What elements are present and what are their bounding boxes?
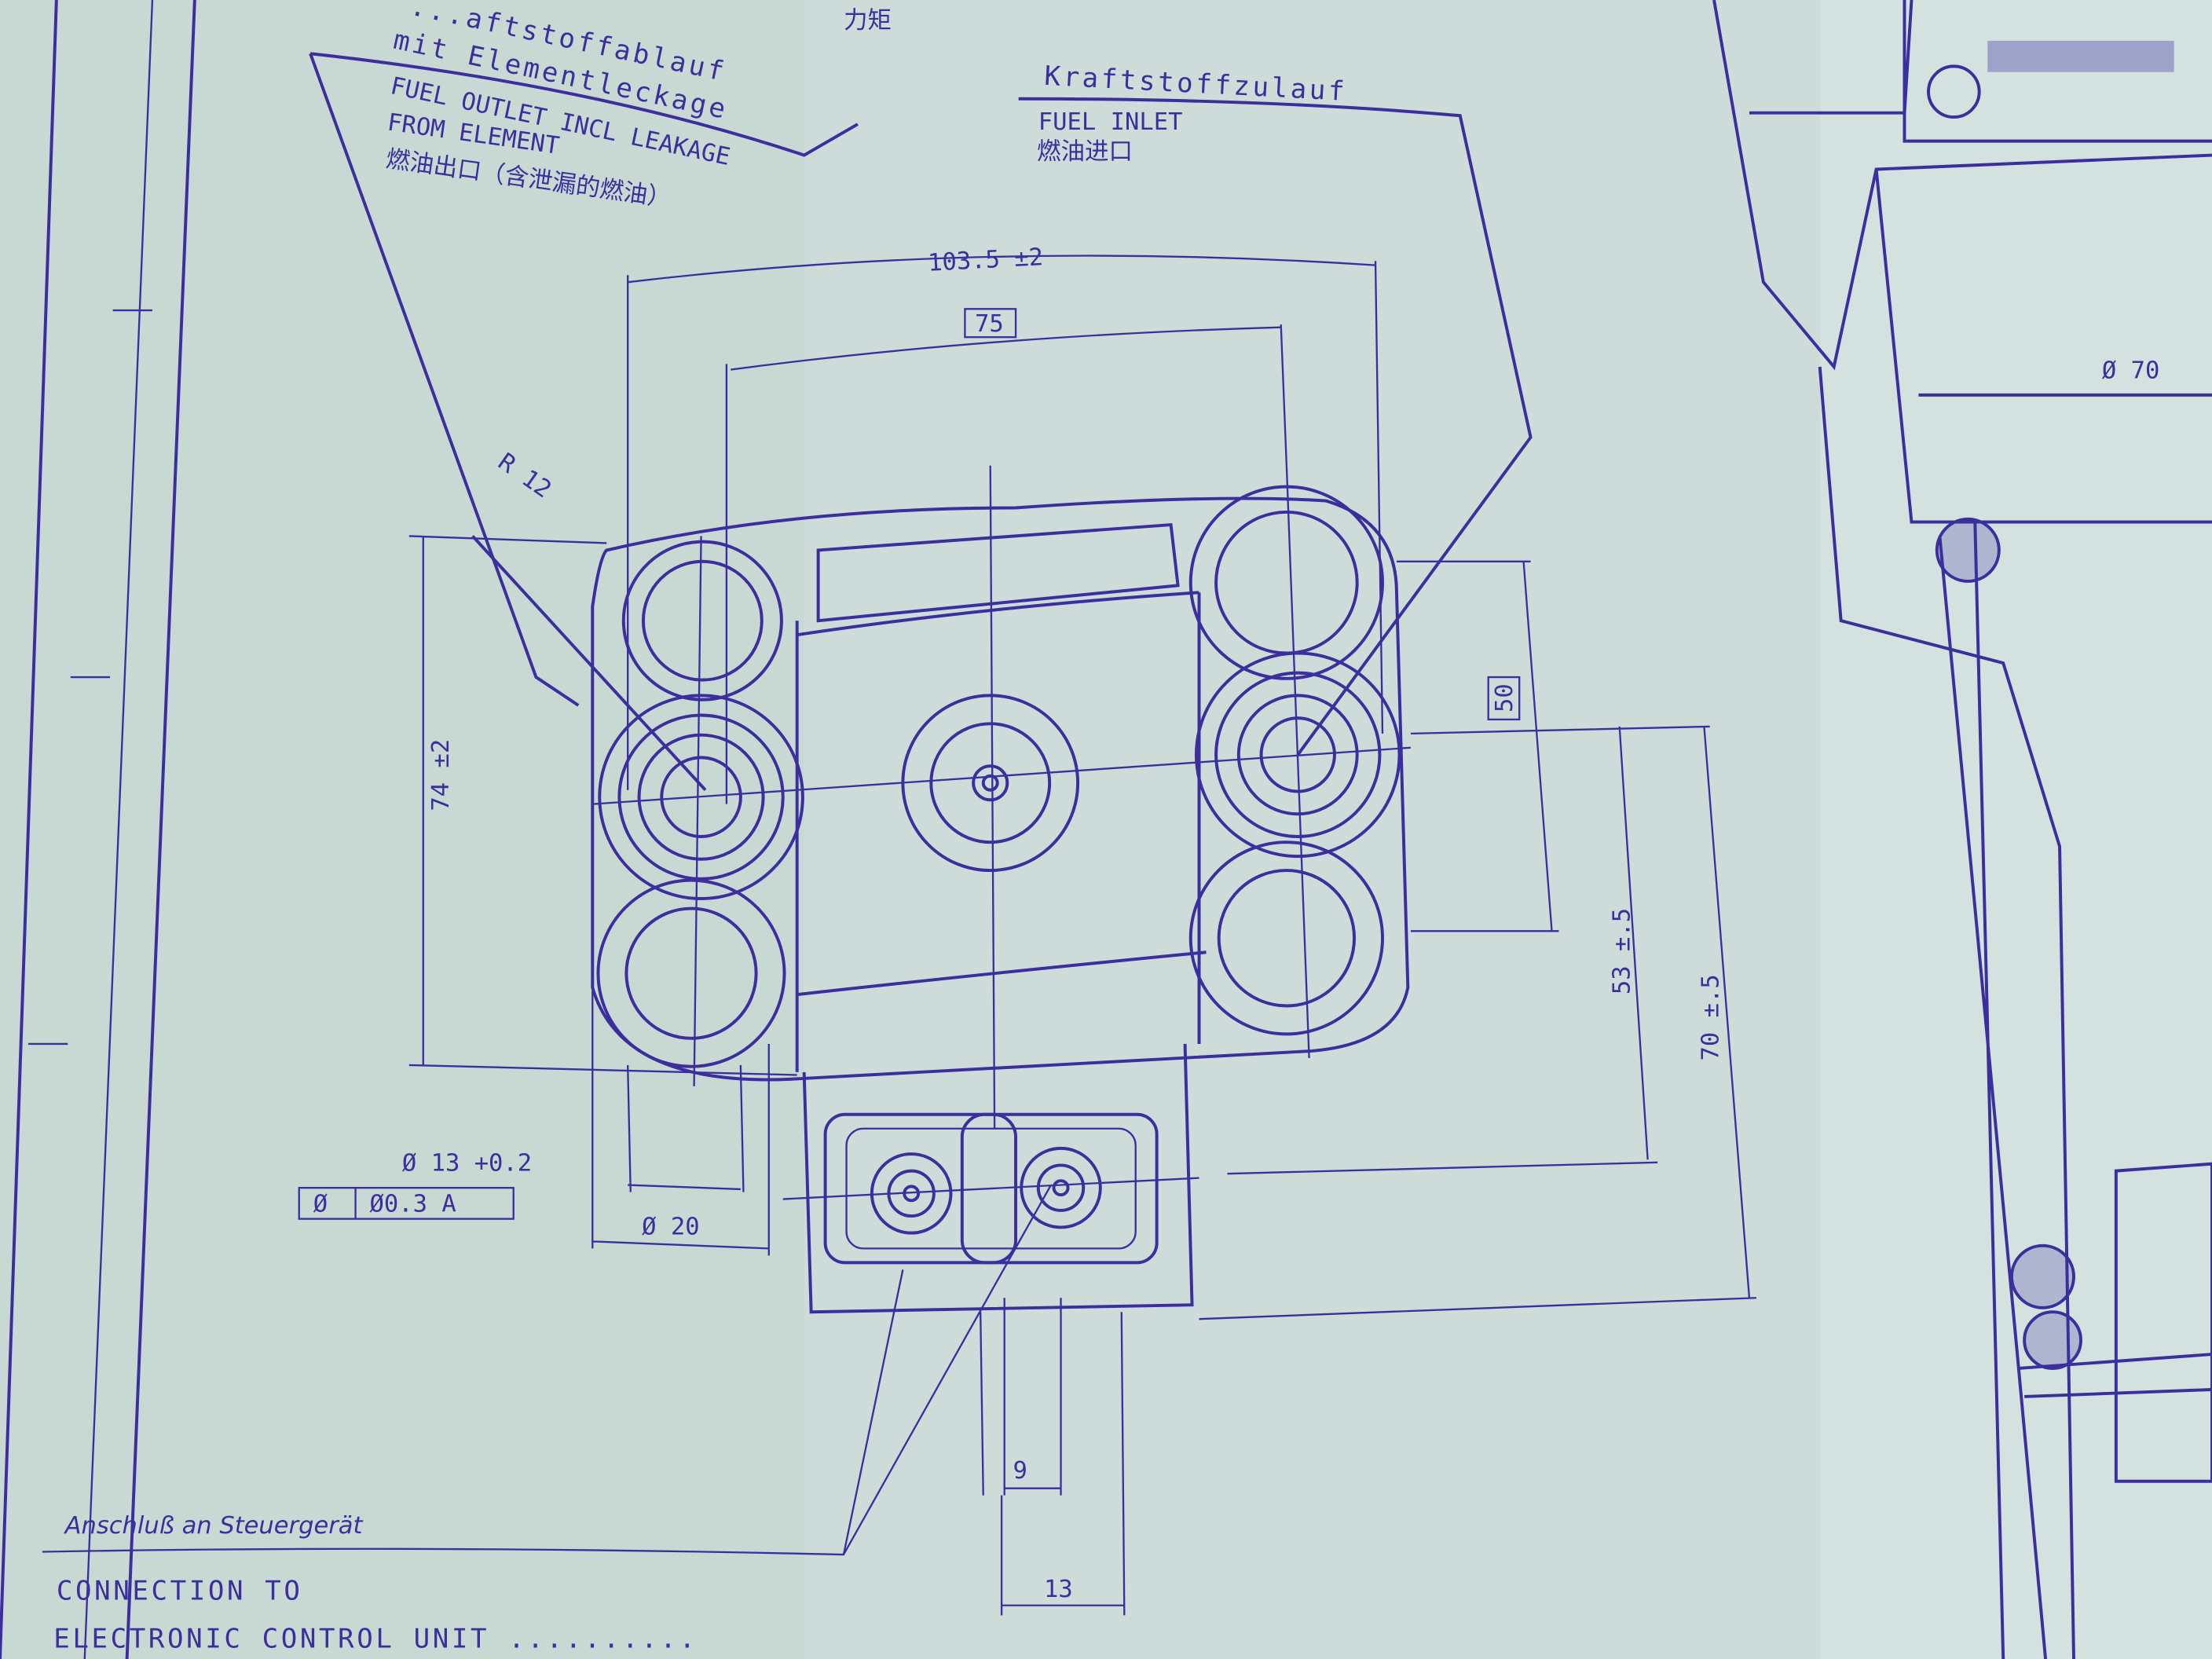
pump-body bbox=[591, 465, 1411, 1314]
top-label-cn: 力矩 bbox=[844, 7, 892, 35]
dim-height-53: 53 ±.5 bbox=[1608, 908, 1635, 994]
dim-diameter-70: Ø 70 bbox=[2102, 357, 2160, 384]
basic-dim-box bbox=[964, 308, 1017, 339]
connection-label-de: Anschluß an Steuergerät bbox=[64, 1512, 364, 1540]
paper-right-panel bbox=[1819, 0, 2212, 1659]
drawing-border bbox=[0, 0, 196, 1659]
dim-height-left: 74 ±2 bbox=[427, 739, 455, 811]
tolerance-value: Ø0.3 A bbox=[370, 1191, 456, 1218]
dim-connector-width: 13 bbox=[1044, 1576, 1073, 1603]
dim-width-basic: 75 bbox=[975, 310, 1004, 338]
side-view-partial bbox=[1712, 0, 2212, 1659]
connection-label-en-2: ELECTRONIC CONTROL UNIT .......... bbox=[53, 1624, 698, 1655]
dim-width-overall: 103.5 ±2 bbox=[927, 244, 1044, 277]
tolerance-frame bbox=[298, 1186, 515, 1220]
outlet-callout-lines bbox=[309, 52, 859, 792]
inlet-callout-lines bbox=[1018, 97, 1533, 756]
dim-bore-diameter: Ø 13 +0.2 bbox=[402, 1150, 532, 1177]
dimension-lines bbox=[42, 255, 1756, 1616]
inlet-label-cn: 燃油进口 bbox=[1037, 138, 1133, 166]
dim-height-70: 70 ±.5 bbox=[1697, 974, 1724, 1060]
dim-spacing-basic: 50 bbox=[1491, 683, 1518, 712]
connection-label-en-1: CONNECTION TO bbox=[57, 1576, 303, 1607]
inlet-label-en: FUEL INLET bbox=[1038, 108, 1183, 136]
tolerance-symbol: Ø bbox=[313, 1191, 328, 1218]
dim-boss-diameter: Ø 20 bbox=[642, 1213, 700, 1240]
basic-dim-box-50 bbox=[1487, 676, 1521, 721]
dim-pin-spacing: 9 bbox=[1013, 1457, 1027, 1485]
paper-fold-panel bbox=[804, 0, 1820, 1659]
